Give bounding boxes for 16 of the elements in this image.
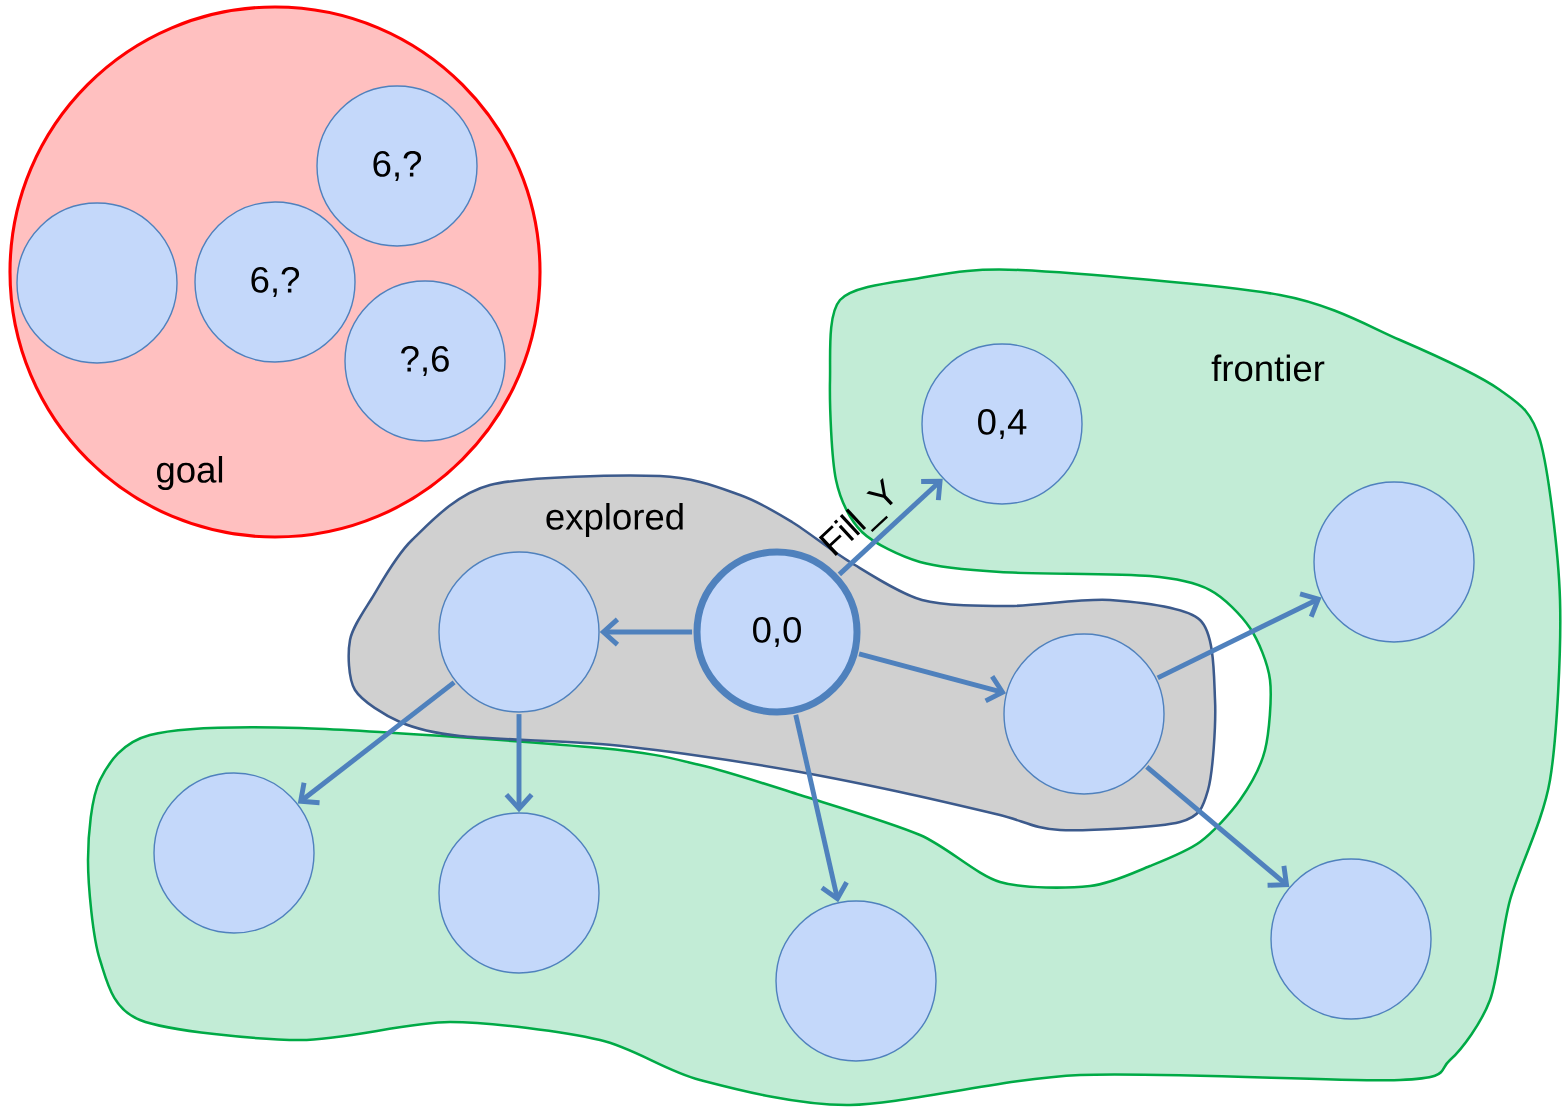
state-circle xyxy=(16,202,178,364)
arrow xyxy=(837,478,943,577)
state-circle xyxy=(1270,858,1432,1020)
state-circle xyxy=(153,772,315,934)
state-circle xyxy=(775,900,937,1062)
arrow xyxy=(793,714,849,903)
state-circle xyxy=(438,551,600,713)
arrow xyxy=(297,680,456,806)
arrow xyxy=(1156,591,1322,681)
state-circle xyxy=(438,812,600,974)
arrow xyxy=(599,617,693,647)
arrow xyxy=(858,651,1007,704)
state-circle xyxy=(1003,633,1165,795)
arrow xyxy=(1145,765,1290,888)
state-circle xyxy=(1313,481,1475,643)
arrow xyxy=(504,714,534,813)
